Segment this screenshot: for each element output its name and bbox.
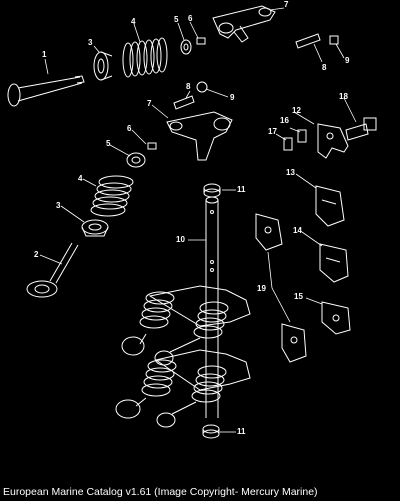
callout-12: 12 bbox=[292, 106, 301, 115]
callout-9-middle: 9 bbox=[230, 93, 235, 102]
assembled-rocker-cluster-lower bbox=[115, 349, 251, 428]
callout-9-upper: 9 bbox=[345, 56, 350, 65]
callout-8-middle: 8 bbox=[186, 82, 191, 91]
callout-6-upper: 6 bbox=[188, 14, 193, 23]
callout-10: 10 bbox=[176, 235, 185, 244]
copyright-caption: European Marine Catalog v1.61 (Image Cop… bbox=[3, 486, 318, 498]
callout-3-lower: 3 bbox=[56, 201, 61, 210]
spring-seat-part-5-upper bbox=[180, 39, 192, 55]
spring-seat-part-5-lower bbox=[126, 152, 146, 168]
clip-part-15 bbox=[321, 301, 351, 335]
callout-7-upper: 7 bbox=[284, 0, 289, 9]
clip-part-14 bbox=[319, 243, 349, 283]
leader-lines bbox=[39, 7, 357, 433]
valve-spring-retainer-part-3-upper bbox=[93, 51, 113, 81]
callout-4-upper: 4 bbox=[131, 17, 136, 26]
callout-13: 13 bbox=[286, 168, 295, 177]
pivot-bolt-part-8-middle bbox=[173, 95, 195, 110]
assembled-rocker-cluster-upper bbox=[121, 285, 251, 366]
grommet-part-11-lower bbox=[202, 424, 220, 439]
bracket-part-12 bbox=[317, 123, 349, 159]
callout-5-upper: 5 bbox=[174, 15, 179, 24]
callout-11-upper: 11 bbox=[237, 185, 246, 194]
valve-part-2 bbox=[26, 242, 79, 298]
callout-14: 14 bbox=[293, 226, 302, 235]
retainer-clip-part-19-upper bbox=[255, 213, 283, 251]
callout-17: 17 bbox=[268, 127, 277, 136]
retainer-clip-part-19-lower bbox=[281, 323, 307, 363]
callout-6-lower: 6 bbox=[127, 124, 132, 133]
valve-spring-part-4-lower bbox=[90, 175, 134, 217]
rocker-arm-part-7-middle bbox=[166, 111, 233, 161]
callout-4-lower: 4 bbox=[78, 174, 83, 183]
valve-spring-part-4-upper bbox=[122, 37, 168, 78]
rocker-shaft-part-10 bbox=[205, 196, 219, 418]
callout-2: 2 bbox=[34, 250, 39, 259]
callout-3-upper: 3 bbox=[88, 38, 93, 47]
callout-5-lower: 5 bbox=[106, 139, 111, 148]
callout-15: 15 bbox=[294, 292, 303, 301]
bolt-part-18 bbox=[345, 117, 377, 141]
callout-7-lower: 7 bbox=[147, 99, 152, 108]
valve-keeper-part-6-upper bbox=[196, 37, 206, 45]
callout-1: 1 bbox=[42, 50, 47, 59]
callout-18: 18 bbox=[339, 92, 348, 101]
clip-part-13 bbox=[315, 185, 345, 227]
callout-19: 19 bbox=[257, 284, 266, 293]
valve-spring-retainer-part-3-lower bbox=[81, 219, 109, 237]
exploded-parts-diagram bbox=[7, 5, 377, 439]
caption-bar: European Marine Catalog v1.61 (Image Cop… bbox=[0, 480, 400, 501]
valve-part-1 bbox=[7, 75, 85, 107]
nut-part-9-upper bbox=[329, 35, 339, 45]
pin-part-16 bbox=[297, 129, 307, 143]
dowel-part-17 bbox=[283, 137, 293, 151]
rocker-arm-part-7-upper bbox=[212, 5, 276, 43]
callout-8-upper: 8 bbox=[322, 63, 327, 72]
pivot-bolt-part-8-upper bbox=[295, 33, 321, 49]
callout-16: 16 bbox=[280, 116, 289, 125]
grommet-part-11-upper bbox=[203, 183, 221, 198]
valve-keeper-part-6-lower bbox=[147, 142, 157, 150]
nut-part-9-middle bbox=[196, 81, 208, 93]
callout-11-lower: 11 bbox=[237, 427, 246, 436]
